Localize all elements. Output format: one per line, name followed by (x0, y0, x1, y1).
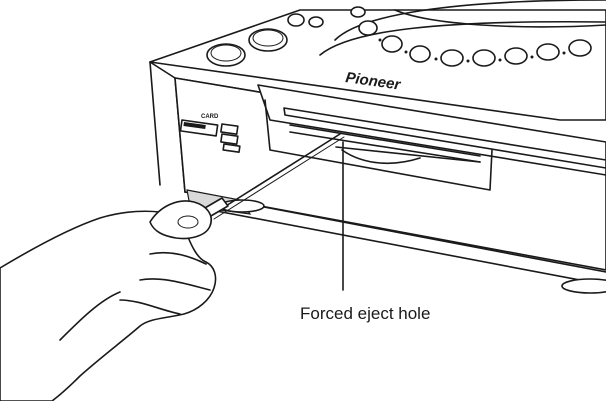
callout-label: Forced eject hole (300, 304, 430, 323)
foot-right (561, 278, 606, 294)
thumbnail (177, 215, 199, 229)
card-label: CARD (201, 114, 219, 120)
top-deck (149, 0, 606, 121)
top-button-small-2 (308, 16, 324, 28)
jog-ring-holes (350, 6, 592, 67)
front-panel (149, 61, 606, 294)
top-button-large-2 (248, 28, 288, 52)
top-button-small-1 (287, 13, 305, 27)
card-slot-area: CARD (179, 114, 241, 153)
forced-eject-callout: Forced eject hole (300, 141, 430, 323)
hand-icon (0, 200, 217, 401)
top-button-large-1 (206, 43, 246, 67)
